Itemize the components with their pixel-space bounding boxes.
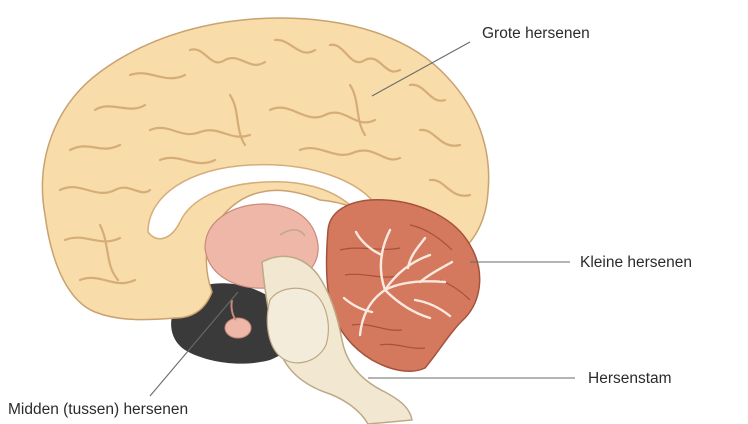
pons [267,288,328,363]
label-diencephalon: Midden (tussen) hersenen [8,401,188,418]
label-cerebellum: Kleine hersenen [580,254,692,271]
label-brainstem: Hersenstam [588,370,672,387]
label-cerebrum: Grote hersenen [482,25,590,42]
pituitary [225,318,251,338]
